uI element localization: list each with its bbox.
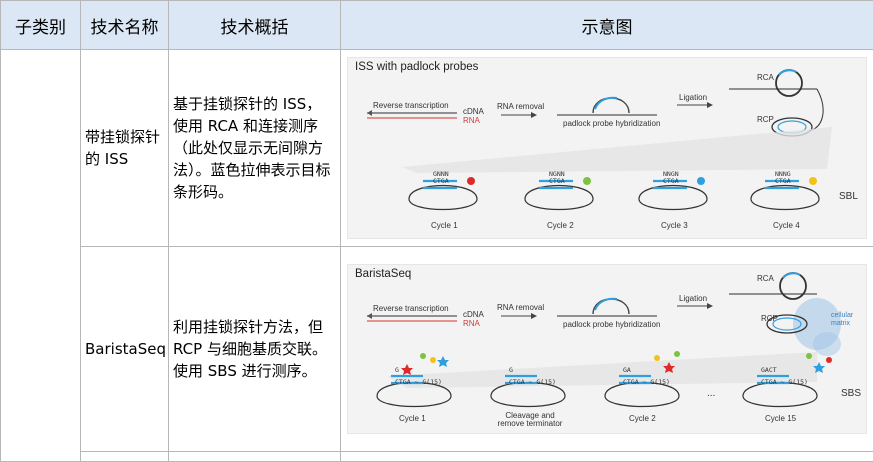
cycle2-label: Cycle 2 (547, 221, 574, 230)
tech-summary: 基于挂锁探针的 ISS，使用 RCA 和连接测序（此处仅显示无间隙方法）。蓝色拉… (169, 50, 341, 247)
iss-padlock-diagram: ISS with padlock probes Reverse transcri… (347, 57, 867, 239)
cdna-label: cDNA (463, 107, 484, 116)
cycle3-label: Cycle 3 (661, 221, 688, 230)
tech-name: 带挂锁探针的 ISS (81, 50, 169, 247)
rca-label: RCA (757, 274, 774, 283)
hybridization-label: padlock probe hybridization (563, 320, 660, 329)
arrow-left-icon (367, 110, 372, 116)
baristaseq-title: BaristaSeq (355, 268, 411, 280)
sbs4-seq: CTGA ~ G(15) (761, 378, 808, 386)
ligation-label: Ligation (679, 294, 707, 303)
header-row: 子类别 技术名称 技术概括 示意图 (1, 1, 873, 50)
arrow-left-icon (367, 313, 372, 319)
cellular-matrix-label: cellular matrix (831, 312, 865, 328)
sbs1-seq: CTGA ~ G(15) (395, 378, 442, 386)
rna-label: RNA (463, 116, 480, 125)
rca-barcode (783, 273, 800, 278)
hybridization-label: padlock probe hybridization (563, 119, 660, 128)
arrow-right-icon (707, 303, 713, 309)
header-tech-name: 技术名称 (81, 1, 169, 50)
arrow-right-icon (531, 112, 537, 118)
cycle2-bottom-seq: CTGA (549, 177, 565, 185)
header-diagram: 示意图 (341, 1, 873, 50)
rca-barcode (779, 70, 796, 75)
tech-summary (169, 452, 341, 462)
padlock-probe (593, 98, 629, 113)
zoom-projection (402, 127, 832, 173)
table-row: BaristaSeq 利用挂锁探针方法，但 RCP 与细胞基质交联。使用 SBS… (1, 247, 873, 452)
cycle4-label: Cycle 4 (773, 221, 800, 230)
sbs4-top: GACT (761, 366, 777, 374)
padlock-probe (593, 299, 629, 314)
iss-diagram-graphics (347, 57, 867, 239)
header-tech-summary: 技术概括 (169, 1, 341, 50)
table-row (1, 452, 873, 462)
baristaseq-diagram-graphics (347, 264, 867, 434)
ligation-label: Ligation (679, 93, 707, 102)
tech-name (81, 452, 169, 462)
cycle1-label: Cycle 1 (431, 221, 458, 230)
iss-title: ISS with padlock probes (355, 61, 478, 73)
sbs3-top: GA (623, 366, 631, 374)
reverse-transcription-label: Reverse transcription (373, 101, 449, 110)
rna-label: RNA (463, 319, 480, 328)
ellipsis: ... (707, 388, 715, 399)
cycle1-bottom-seq: CTGA (433, 177, 449, 185)
cellular-matrix-lobe (813, 332, 841, 356)
padlock-barcode (595, 98, 617, 109)
arrow-right-icon (707, 102, 713, 108)
diagram-cell (341, 452, 873, 462)
rcp-label: RCP (757, 115, 774, 124)
reverse-transcription-label: Reverse transcription (373, 304, 449, 313)
diagram-cell: BaristaSeq Reverse transcription cDNA RN… (341, 247, 873, 452)
sbs2-top: G (509, 366, 513, 374)
rca-label: RCA (757, 73, 774, 82)
sbs3-label: Cycle 2 (629, 414, 656, 423)
cycle4-bottom-seq: CTGA (775, 177, 791, 185)
cycle3-bottom-seq: CTGA (663, 177, 679, 185)
tech-name: BaristaSeq (81, 247, 169, 452)
table-row: 带挂锁探针的 ISS 基于挂锁探针的 ISS，使用 RCA 和连接测序（此处仅显… (1, 50, 873, 247)
subcategory-cell (1, 50, 81, 462)
sbs4-label: Cycle 15 (765, 414, 796, 423)
diagram-cell: ISS with padlock probes Reverse transcri… (341, 50, 873, 247)
sbs2-seq: CTGA ~ G(15) (509, 378, 556, 386)
arrow-right-icon (531, 313, 537, 319)
baristaseq-diagram: BaristaSeq Reverse transcription cDNA RN… (347, 264, 867, 434)
sbs-label: SBS (841, 388, 861, 399)
sbs1-top: G (395, 366, 399, 374)
tech-summary: 利用挂锁探针方法，但 RCP 与细胞基质交联。使用 SBS 进行测序。 (169, 247, 341, 452)
rna-removal-label: RNA removal (497, 102, 544, 111)
padlock-barcode (595, 299, 617, 310)
sbs1-label: Cycle 1 (399, 414, 426, 423)
sbs2-label: Cleavage and remove terminator (495, 412, 565, 428)
rna-removal-label: RNA removal (497, 303, 544, 312)
zoom-projection (387, 352, 817, 388)
header-subcategory: 子类别 (1, 1, 81, 50)
rcp-label: RCP (761, 314, 778, 323)
sbs3-seq: CTGA ~ G(15) (623, 378, 670, 386)
cdna-label: cDNA (463, 310, 484, 319)
sbl-label: SBL (839, 191, 858, 202)
